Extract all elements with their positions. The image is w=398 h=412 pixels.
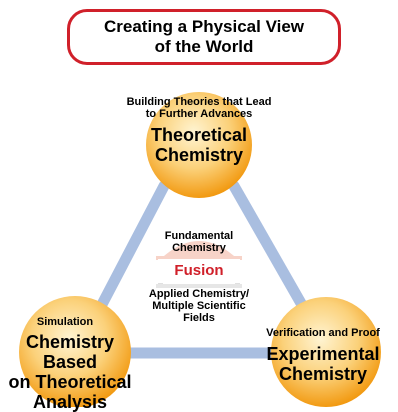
diagram-title: Creating a Physical View of the World	[67, 9, 341, 65]
left-sphere	[19, 296, 131, 407]
triangle-connectors	[92, 180, 312, 359]
theoretical-chemistry-subtitle: Building Theories that Lead to Further A…	[126, 96, 272, 120]
verification-subtitle: Verification and Proof	[266, 327, 380, 339]
fundamental-chemistry-label: Fundamental Chemistry	[164, 230, 234, 254]
simulation-subtitle: Simulation	[36, 316, 94, 328]
theoretical-chemistry-label: Theoretical Chemistry	[150, 125, 248, 165]
right-sphere	[271, 297, 381, 407]
fusion-label: Fusion	[158, 259, 240, 283]
applied-chemistry-label: Applied Chemistry/ Multiple Scientific F…	[148, 288, 250, 324]
experimental-chemistry-label: Experimental Chemistry	[266, 344, 380, 384]
theoretical-analysis-label: Chemistry Based on Theoretical Analysis	[8, 332, 132, 412]
top-sphere	[146, 92, 252, 198]
